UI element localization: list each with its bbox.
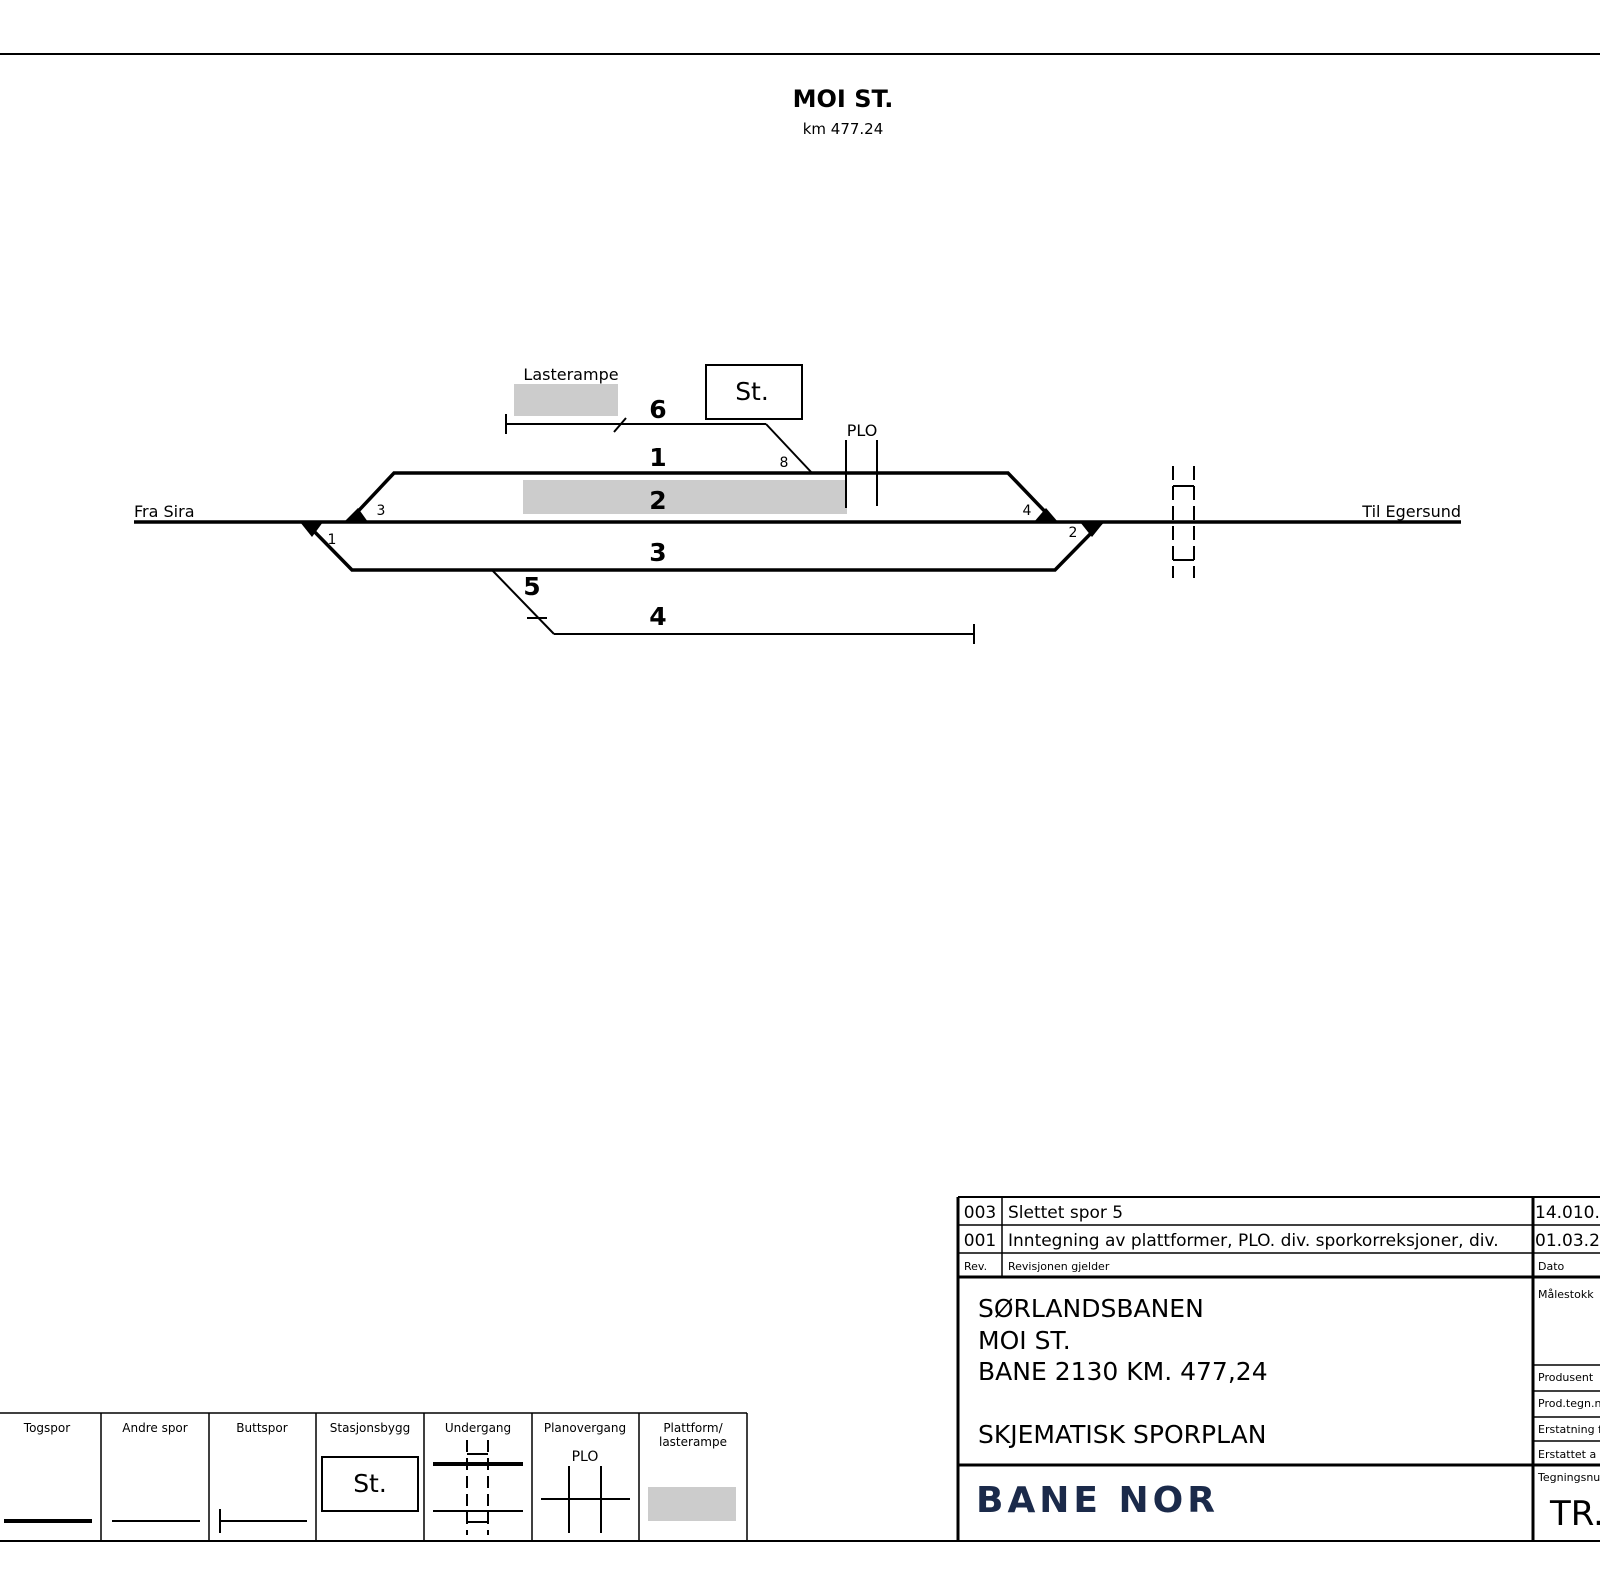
project-line-3: BANE 2130 KM. 477,24 xyxy=(978,1357,1268,1386)
track-number-4: 4 xyxy=(649,602,666,631)
track-number-3: 3 xyxy=(649,538,666,567)
underpass-symbol xyxy=(1172,466,1195,578)
station-title: MOI ST. xyxy=(793,85,894,113)
legend-station-building-icon xyxy=(321,1456,419,1512)
description-column-header: Revisjonen gjelder xyxy=(1008,1260,1110,1273)
field-replaced-by: Erstattet a xyxy=(1538,1448,1596,1461)
loading-ramp xyxy=(514,384,618,416)
platform-track-2 xyxy=(523,480,847,514)
switch-number-1: 1 xyxy=(328,532,337,548)
legend-station-building-text: St. xyxy=(353,1469,387,1498)
field-prod-drawing-number: Prod.tegn.n xyxy=(1538,1397,1600,1410)
revision-description-001: Inntegning av plattformer, PLO. div. spo… xyxy=(1008,1231,1499,1251)
switch-number-4: 4 xyxy=(1023,503,1032,519)
revision-date-001: 01.03.20 xyxy=(1535,1231,1600,1251)
switch-3-marker xyxy=(344,508,368,522)
from-direction-label: Fra Sira xyxy=(134,502,195,521)
revision-description-003: Slettet spor 5 xyxy=(1008,1203,1123,1223)
track-1 xyxy=(346,471,1057,524)
legend-label-platform-line-1: Plattform/ xyxy=(663,1421,723,1435)
revision-number-003: 003 xyxy=(964,1203,996,1223)
track-6-insulating-joint xyxy=(613,417,627,433)
legend-label-underpass: Undergang xyxy=(445,1421,511,1435)
field-replacement-for: Erstatning f xyxy=(1538,1423,1600,1436)
station-building-label: St. xyxy=(735,377,769,406)
project-line-2: MOI ST. xyxy=(978,1326,1071,1355)
project-line-1: SØRLANDSBANEN xyxy=(978,1294,1204,1323)
revision-number-001: 001 xyxy=(964,1231,996,1251)
switch-number-3: 3 xyxy=(377,503,386,519)
station-building xyxy=(705,364,803,420)
legend-table: Togspor Andre spor Buttspor Stasjonsbygg… xyxy=(0,1412,748,1541)
revision-date-003: 14.010.20 xyxy=(1535,1203,1600,1223)
track-number-1: 1 xyxy=(649,443,666,472)
switch-number-2: 2 xyxy=(1069,525,1078,541)
switch-number-8: 8 xyxy=(780,455,789,471)
legend-label-level-crossing: Planovergang xyxy=(544,1421,626,1435)
date-column-header: Dato xyxy=(1538,1260,1565,1273)
track-number-2: 2 xyxy=(649,486,666,515)
legend-underpass-icon xyxy=(433,1440,523,1535)
title-block: 003 Slettet spor 5 14.010.20 001 Inntegn… xyxy=(956,1196,1600,1541)
legend-label-main-track: Togspor xyxy=(23,1421,70,1435)
rev-column-header: Rev. xyxy=(964,1260,987,1273)
drawing-type: SKJEMATISK SPORPLAN xyxy=(978,1420,1266,1449)
track-3 xyxy=(303,520,1104,572)
km-label: km 477.24 xyxy=(803,120,884,138)
switch-1-marker xyxy=(300,522,323,537)
legend-label-other-track: Andre spor xyxy=(122,1421,188,1435)
legend-label-platform-line-2: lasterampe xyxy=(659,1435,727,1449)
legend-buffer-track-icon xyxy=(219,1509,307,1533)
field-drawing-number: Tegningsnu xyxy=(1537,1471,1600,1484)
loading-ramp-label: Lasterampe xyxy=(523,365,618,384)
drawing-number: TR. xyxy=(1549,1494,1600,1534)
switch-2-marker xyxy=(1080,522,1104,537)
track-4-connection xyxy=(491,569,555,635)
switch-4-marker xyxy=(1034,508,1058,522)
bane-nor-logo: BANE NOR xyxy=(976,1480,1219,1521)
legend-level-crossing-text: PLO xyxy=(572,1449,599,1465)
track-number-6: 6 xyxy=(649,395,666,424)
legend-level-crossing-icon xyxy=(541,1466,630,1533)
level-crossing-label: PLO xyxy=(847,421,878,440)
legend-label-buffer-track: Buttspor xyxy=(236,1421,287,1435)
track-6-connection xyxy=(765,423,813,474)
field-scale: Målestokk xyxy=(1538,1288,1594,1301)
legend-label-station-building: Stasjonsbygg xyxy=(330,1421,410,1435)
to-direction-label: Til Egersund xyxy=(1361,502,1461,521)
field-producer: Produsent xyxy=(1538,1371,1594,1384)
legend-platform-icon xyxy=(648,1487,736,1521)
track-number-5: 5 xyxy=(523,572,540,601)
